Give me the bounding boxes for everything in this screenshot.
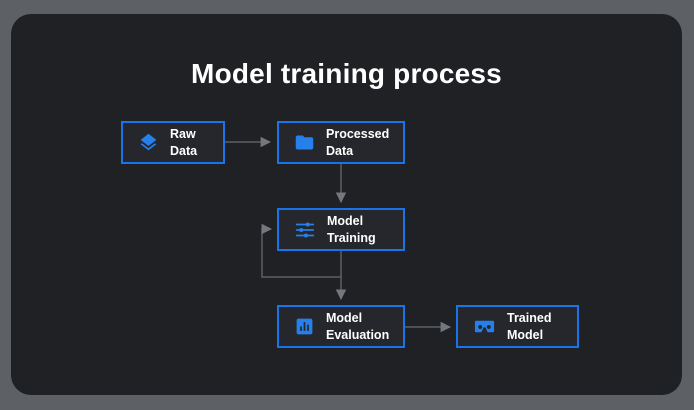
node-model-evaluation[interactable]: Model Evaluation xyxy=(277,305,405,348)
node-label: Trained Model xyxy=(507,311,552,342)
node-label: Model Evaluation xyxy=(326,311,390,342)
vr-goggles-icon xyxy=(473,315,496,338)
node-processed-data[interactable]: Processed Data xyxy=(277,121,405,164)
bar-chart-icon xyxy=(294,316,315,337)
tune-sliders-icon xyxy=(294,219,316,241)
node-label: Model Training xyxy=(327,214,376,245)
node-raw-data[interactable]: Raw Data xyxy=(121,121,225,164)
layers-icon xyxy=(138,132,159,153)
node-trained-model[interactable]: Trained Model xyxy=(456,305,579,348)
page-title: Model training process xyxy=(191,58,502,89)
node-label: Raw Data xyxy=(170,127,198,158)
folder-icon xyxy=(294,132,315,153)
node-label: Processed Data xyxy=(326,127,390,158)
node-model-training[interactable]: Model Training xyxy=(277,208,405,251)
